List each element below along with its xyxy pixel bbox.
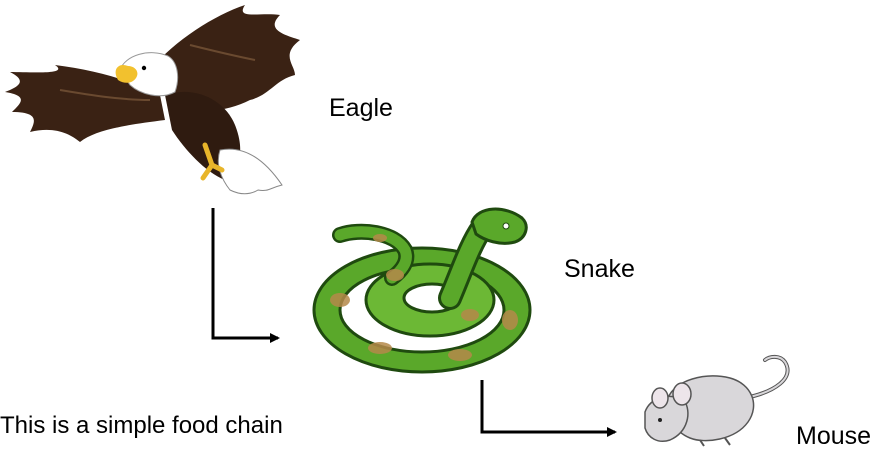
eagle-label: Eagle (329, 96, 393, 121)
snake-icon (314, 209, 530, 372)
eagle-icon (5, 5, 300, 194)
snake-label: Snake (564, 257, 635, 282)
arrow-snake-to-mouse (482, 380, 615, 432)
mouse-label: Mouse (796, 424, 871, 449)
arrow-eagle-to-snake (213, 208, 278, 338)
caption: This is a simple food chain (0, 414, 283, 438)
mouse-icon (645, 357, 788, 446)
